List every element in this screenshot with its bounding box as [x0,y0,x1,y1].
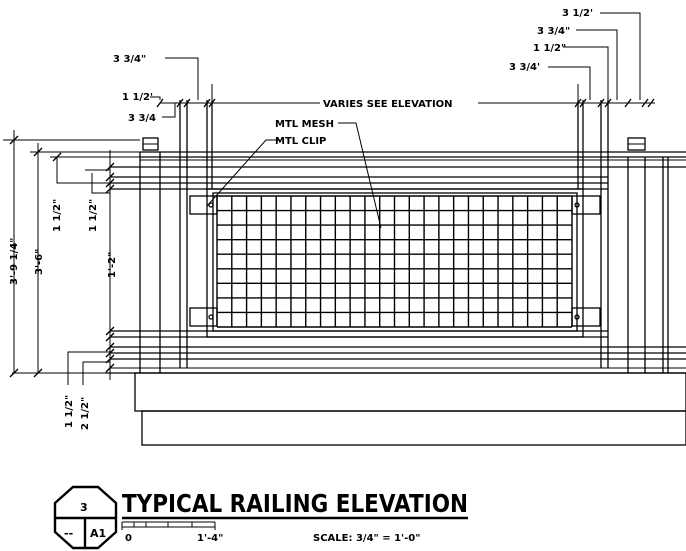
detail-tag [53,485,118,550]
top-dim-right-3-3-4-b: 3 3/4' [509,62,540,73]
left-dimension-lines [3,130,140,385]
dim-rail-height: 3'-6" [34,249,45,275]
dim-top-1-1-2: 1 1/2" [52,199,63,232]
top-dim-left-1-2: 1 1/2' [122,92,153,103]
detail-number: 3 [80,501,88,514]
panel-frame [206,188,584,338]
top-dim-right-3-3-4-a: 3 3/4" [537,26,570,37]
metal-clips [189,195,601,327]
bottom-rails [110,330,686,360]
scale-text: SCALE: 3/4" = 1'-0" [313,533,420,544]
varies-see-elevation-label: VARIES SEE ELEVATION [323,99,453,110]
mtl-mesh-note: MTL MESH [275,119,334,130]
dim-overall-height: 3'-9 1/4" [9,238,20,285]
top-dimension-lines [150,12,655,118]
top-dim-right-3-1-2: 3 1/2' [562,8,593,19]
right-post [577,100,669,373]
sheet-number: A1 [90,527,106,540]
top-dim-right-1-1-2: 1 1/2" [533,43,566,54]
drawing-title: TYPICAL RAILING ELEVATION [122,489,468,518]
sheet-blank: -- [64,527,73,540]
dim-bottom-2-1-2: 2 1/2" [80,397,91,430]
dim-panel-height: 1'-2" [107,252,118,278]
dim-bottom-1-1-2: 1 1/2" [64,395,75,428]
top-dim-left-3-3-4-b: 3 3/4 [128,113,156,124]
metal-mesh [216,195,573,328]
scale-zero-label: 0 [125,533,132,544]
left-post [139,100,213,373]
top-rails [110,151,686,190]
note-leaders [206,122,382,229]
dim-second-1-1-2: 1 1/2" [88,199,99,232]
top-dim-left-3-3-4-a: 3 3/4" [113,54,146,65]
mtl-clip-note: MTL CLIP [275,136,326,147]
graphic-scale-bar [121,521,216,530]
curb-base [105,367,686,446]
scale-end-label: 1'-4" [197,533,223,544]
